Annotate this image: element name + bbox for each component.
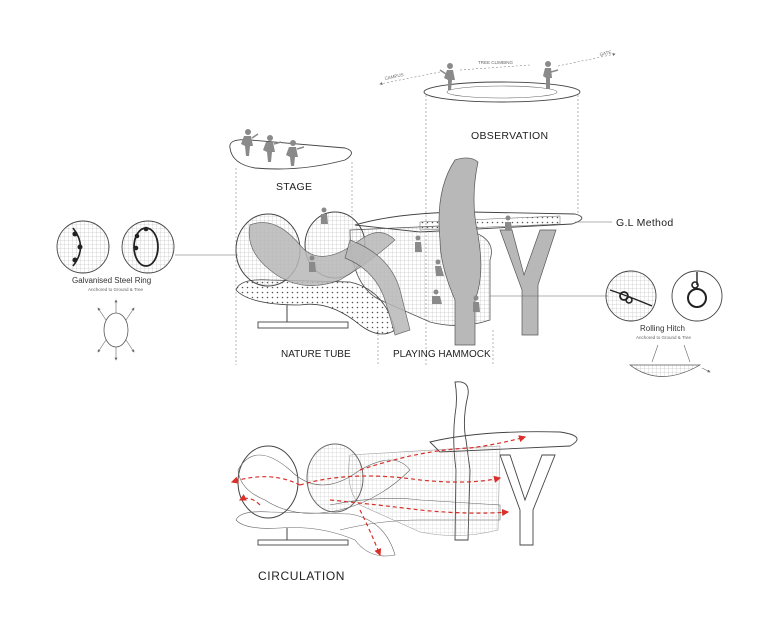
gate-arrow [557,53,616,67]
circulation-ground-pad [235,511,396,557]
tree-fork [499,229,557,336]
hammock-sag [628,364,702,377]
tree-trunk [438,157,482,346]
stage-platform [229,139,352,170]
observation-title: OBSERVATION [471,130,548,142]
playing-hammock-label: PLAYING HAMMOCK [393,349,491,360]
tree-branch [344,239,411,336]
observation-platform [423,81,581,103]
dotted-ground-pad [235,279,396,335]
nature-tube-label: NATURE TUBE [281,349,351,360]
circulation-plinth [257,539,349,546]
tension-ring [103,312,129,348]
galvanised-ring-detail: Galvanised Steel Ring Anchored to Ground… [56,220,175,361]
circulation-arrow [299,475,502,486]
campus-label: CAMPUS [384,72,404,81]
circulation-tube-left [237,445,299,519]
circulation-panel: CIRCULATION [230,381,578,583]
tension-arrow [125,339,135,353]
plinth [257,321,349,329]
observation-panel: CAMPUS TREE CLIMBING GATE OBSERVATION [379,50,616,365]
sag-line [683,344,691,363]
climber-figure [505,215,512,230]
climber-figure [321,207,328,224]
tension-arrow [97,307,107,321]
galvanised-subtitle: Anchored to Ground & Tree [88,287,144,292]
gate-label: GATE [599,50,612,57]
tension-arrow [125,307,135,321]
observer-figure [439,63,455,90]
ring-detail-circle-1 [56,220,110,274]
ring-knot [77,244,83,250]
observer-figure [543,61,559,89]
climber-figure [435,259,444,276]
hitch-knot [625,296,633,304]
circulation-hammock-mesh [348,445,501,536]
circulation-title: CIRCULATION [258,569,345,583]
climber-figure [309,255,316,272]
ring-knot [72,257,78,263]
main-structure: G.L Method NATURE TUBE PLAYING HAMMOCK [175,157,673,365]
hitch-knot [619,291,629,301]
observation-inner-ring [446,85,558,99]
tension-arrow [97,339,107,353]
tree-branch [248,222,396,286]
climber-figure [432,289,442,304]
circulation-tree-fork [499,454,556,546]
hitch-ring [687,288,707,308]
direction-dash [459,64,531,71]
rolling-hitch-subtitle: Anchored to Ground & Tree [636,335,692,340]
performer-figure [241,129,259,156]
climber-figure [473,295,480,312]
stage-title: STAGE [276,181,312,193]
circulation-arrow [359,509,382,557]
circulation-platform [429,431,578,453]
circulation-branch [237,454,411,514]
circulation-arrow [359,435,527,471]
climber-figure [415,235,422,252]
ring-knot [133,245,139,251]
performer-figure [286,140,305,166]
ring-knot [143,226,149,232]
circulation-arrow [230,476,301,486]
rolling-hitch-title: Rolling Hitch [640,324,685,333]
circulation-arrow [329,499,510,517]
stage-panel: STAGE [229,129,353,365]
circulation-arrow [238,494,261,506]
performer-figure [263,135,282,162]
gl-method-label: G.L Method [616,217,673,229]
sag-arrow [701,367,711,373]
hitch-detail-circle-1 [605,270,657,322]
ring-detail-circle-2 [121,220,175,274]
tree-climbing-label: TREE CLIMBING [478,60,514,65]
ring-knot [134,233,140,239]
hitch-knot [691,281,699,289]
sag-line [651,344,659,363]
rolling-hitch-detail: Rolling Hitch Anchored to Ground & Tree [605,270,723,377]
hitch-detail-circle-2 [671,270,723,322]
galvanised-title: Galvanised Steel Ring [72,276,151,285]
ring-knot [72,231,78,237]
circulation-tree [453,381,471,541]
